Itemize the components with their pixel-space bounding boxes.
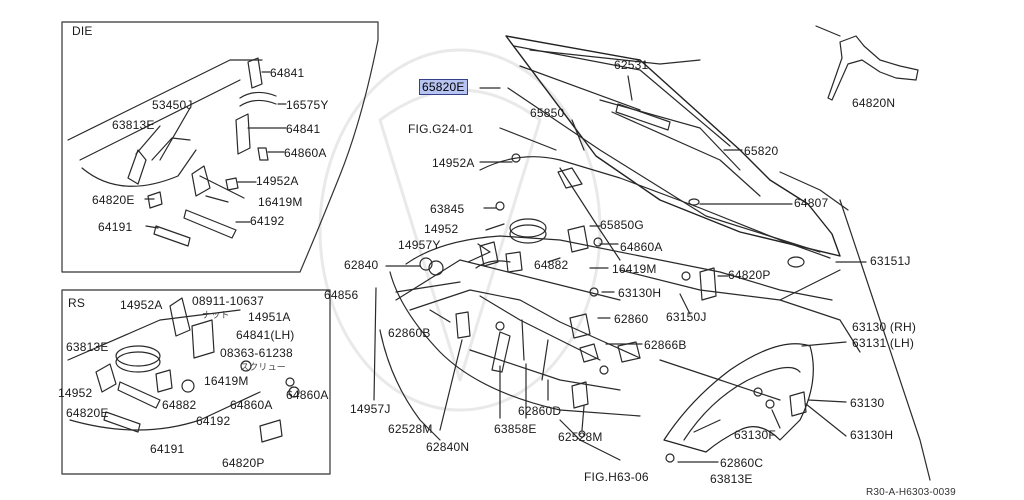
part-label[interactable]: 14952 [58,386,93,400]
part-label[interactable]: 64841 [286,122,321,136]
part-label[interactable]: 63130H [850,428,894,442]
figure-reference[interactable]: FIG.H63-06 [584,470,649,484]
part-label[interactable]: 64820E [66,406,109,420]
fender-liner [663,343,814,453]
part-label[interactable]: 64192 [196,414,231,428]
part-label[interactable]: 64860A [284,146,327,160]
part-label[interactable]: 62866B [644,338,687,352]
part-label[interactable]: 64191 [150,442,185,456]
part-label[interactable]: 14952A [432,156,475,170]
rs-inset-frame [61,289,331,475]
part-label[interactable]: 63130H [618,286,662,300]
part-label[interactable]: 14957J [350,402,391,416]
part-label[interactable]: 64860A [620,240,663,254]
part-label[interactable]: 08911-10637 [192,294,265,308]
part-label[interactable]: 14952 [424,222,459,236]
diagram-code: R30-A-H6303-0039 [866,487,956,498]
part-label[interactable]: 64820E [92,193,135,207]
part-label[interactable]: 16419M [204,374,249,388]
body-outline [405,235,833,301]
part-label[interactable]: 65820 [744,144,779,158]
part-label[interactable]: 65850G [600,218,644,232]
hood-support-rod [507,87,821,253]
part-label[interactable]: 64860A [286,388,329,402]
part-label[interactable]: 62528M [388,422,433,436]
part-label[interactable]: 63813E [710,472,753,486]
part-label[interactable]: 64820P [728,268,771,282]
part-label[interactable]: 14957Y [398,238,441,252]
bracket-64820N [827,35,919,101]
part-note: ナット [202,310,230,320]
part-label[interactable]: 64820N [852,96,896,110]
part-label[interactable]: 63131 (LH) [852,336,915,350]
figure-reference[interactable]: FIG.G24-01 [408,122,474,136]
part-label[interactable]: 62860 [614,312,649,326]
part-label[interactable]: 64841(LH) [236,328,295,342]
part-label[interactable]: 63130F [734,428,776,442]
part-label[interactable]: 64856 [324,288,359,302]
rs-inset-title: RS [68,296,86,310]
part-label[interactable]: 62860B [388,326,431,340]
part-label[interactable]: 63150J [666,310,707,324]
part-label[interactable]: 62531 [614,58,649,72]
part-label[interactable]: 64882 [534,258,569,272]
part-label[interactable]: 62860D [518,404,562,418]
part-label[interactable]: 14952A [256,174,299,188]
part-label[interactable]: 62840 [344,258,379,272]
part-label[interactable]: 16419M [258,195,303,209]
highlighted-part-label[interactable]: 65820E [419,79,468,95]
part-label[interactable]: 63130 [850,396,885,410]
part-label[interactable]: 65850 [530,106,565,120]
part-label[interactable]: 62860C [720,456,764,470]
die-inset-title: DIE [72,24,93,38]
part-note: スクリュー [240,362,287,372]
part-label[interactable]: 62840N [426,440,470,454]
part-label[interactable]: 64860A [230,398,273,412]
part-label[interactable]: 63858E [494,422,537,436]
part-label[interactable]: 63813E [112,118,155,132]
part-label[interactable]: 14952A [120,298,163,312]
part-label[interactable]: 16575Y [286,98,329,112]
part-label[interactable]: 64841 [270,66,305,80]
part-label[interactable]: 64192 [250,214,285,228]
hood-panel [505,35,841,257]
part-label[interactable]: 64191 [98,220,133,234]
watermark-logo [318,48,602,412]
part-label[interactable]: 63813E [66,340,109,354]
part-label[interactable]: 62528M [558,430,603,444]
part-label[interactable]: 08363-61238 [220,346,293,360]
part-label[interactable]: 16419M [612,262,657,276]
part-label[interactable]: 64807 [794,196,829,210]
part-label[interactable]: 53450J [152,98,193,112]
part-label[interactable]: 63130 (RH) [852,320,917,334]
part-label[interactable]: 64820P [222,456,265,470]
part-label[interactable]: 63151J [870,254,911,268]
part-label[interactable]: 63845 [430,202,465,216]
die-inset-frame [61,21,379,273]
part-label[interactable]: 64882 [162,398,197,412]
part-label[interactable]: 14951A [248,310,291,324]
